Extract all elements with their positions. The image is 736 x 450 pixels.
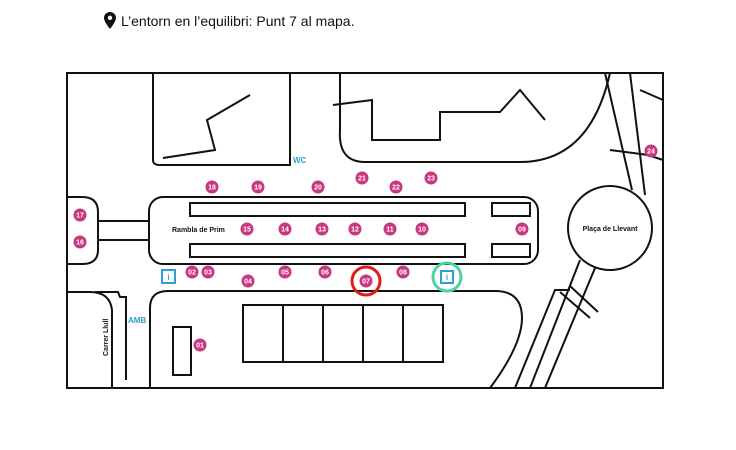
marker-label: 10 — [418, 227, 426, 234]
marker-dot — [396, 265, 410, 279]
rambla-block — [148, 196, 539, 265]
marker-09[interactable]: 09 — [515, 222, 529, 236]
svg-text:i: i — [167, 273, 169, 282]
marker-23[interactable]: 23 — [424, 171, 438, 185]
marker-label: 15 — [243, 227, 251, 234]
marker-label: 24 — [647, 149, 655, 156]
marker-14[interactable]: 14 — [278, 222, 292, 236]
info-highlight-ring — [431, 261, 463, 293]
marker-19[interactable]: 19 — [251, 180, 265, 194]
marker-24[interactable]: 24 — [644, 144, 658, 158]
marker-dot — [278, 265, 292, 279]
marker-label: 23 — [427, 176, 435, 183]
marker-label: 04 — [244, 279, 252, 286]
markers: 01 02 03 04 05 06 07 08 09 10 11 12 13 14 15 16 17 18 19 20… — [73, 144, 658, 352]
marker-01[interactable]: 01 — [193, 338, 207, 352]
marker-label: 16 — [76, 240, 84, 247]
marker-dot — [241, 274, 255, 288]
map-lines — [66, 72, 664, 389]
marker-dot — [415, 222, 429, 236]
marker-dot — [73, 235, 87, 249]
marker-04[interactable]: 04 — [241, 274, 255, 288]
marker-dot — [515, 222, 529, 236]
svg-text:i: i — [446, 273, 448, 282]
marker-dot — [73, 208, 87, 222]
info-point-right[interactable]: i — [431, 261, 463, 293]
building-left — [152, 73, 291, 166]
marker-dot — [201, 265, 215, 279]
marker-06[interactable]: 06 — [318, 265, 332, 279]
marker-label: 17 — [76, 213, 84, 220]
amb-label: AMB — [128, 316, 146, 325]
marker-dot — [355, 171, 369, 185]
map-pin-icon — [104, 12, 116, 29]
marker-dot — [311, 180, 325, 194]
marker-dot — [383, 222, 397, 236]
marker-22[interactable]: 22 — [389, 180, 403, 194]
marker-label: 14 — [281, 227, 289, 234]
marker-05[interactable]: 05 — [278, 265, 292, 279]
marker-label: 21 — [358, 176, 366, 183]
marker-dot — [359, 274, 373, 288]
marker-17[interactable]: 17 — [73, 208, 87, 222]
marker-label: 03 — [204, 270, 212, 277]
marker-label: 02 — [188, 270, 196, 277]
marker-08[interactable]: 08 — [396, 265, 410, 279]
wc-label: WC — [293, 156, 307, 165]
marker-dot — [251, 180, 265, 194]
placa-label: Plaça de Llevant — [583, 226, 639, 233]
street-label: Carrer Llull — [103, 319, 110, 356]
marker-02[interactable]: 02 — [185, 265, 199, 279]
map-border — [66, 72, 664, 389]
marker-18[interactable]: 18 — [205, 180, 219, 194]
marker-dot — [193, 338, 207, 352]
marker-label: 05 — [281, 270, 289, 277]
marker-21[interactable]: 21 — [355, 171, 369, 185]
marker-13[interactable]: 13 — [315, 222, 329, 236]
marker-label: 19 — [254, 185, 262, 192]
marker-dot — [424, 171, 438, 185]
marker-label: 09 — [518, 227, 526, 234]
marker-dot — [389, 180, 403, 194]
rambla-label: Rambla de Prim — [172, 227, 225, 234]
marker-03[interactable]: 03 — [201, 265, 215, 279]
marker-dot — [185, 265, 199, 279]
placa-circle — [567, 185, 653, 271]
marker-label: 20 — [314, 185, 322, 192]
marker-dot — [240, 222, 254, 236]
marker-label: 18 — [208, 185, 216, 192]
marker-label: 12 — [351, 227, 359, 234]
marker-16[interactable]: 16 — [73, 235, 87, 249]
marker-12[interactable]: 12 — [348, 222, 362, 236]
marker-label: 06 — [321, 270, 329, 277]
marker-dot — [348, 222, 362, 236]
marker-label: 07 — [362, 279, 370, 286]
marker-label: 11 — [386, 227, 394, 234]
marker-dot — [644, 144, 658, 158]
marker-dot — [315, 222, 329, 236]
marker-11[interactable]: 11 — [383, 222, 397, 236]
marker-label: 13 — [318, 227, 326, 234]
map-title: L’entorn en l’equilibri: Punt 7 al mapa. — [104, 12, 354, 29]
marker-label: 22 — [392, 185, 400, 192]
marker-10[interactable]: 10 — [415, 222, 429, 236]
info-point-left[interactable]: i — [161, 269, 176, 284]
marker-dot — [318, 265, 332, 279]
marker-dot — [205, 180, 219, 194]
marker-20[interactable]: 20 — [311, 180, 325, 194]
highlight-ring-point-07 — [350, 265, 382, 297]
map-title-text: L’entorn en l’equilibri: Punt 7 al mapa. — [121, 12, 355, 29]
marker-label: 01 — [196, 343, 204, 350]
marker-dot — [278, 222, 292, 236]
marker-15[interactable]: 15 — [240, 222, 254, 236]
marker-label: 08 — [399, 270, 407, 277]
marker-07[interactable]: 07 — [359, 274, 373, 288]
